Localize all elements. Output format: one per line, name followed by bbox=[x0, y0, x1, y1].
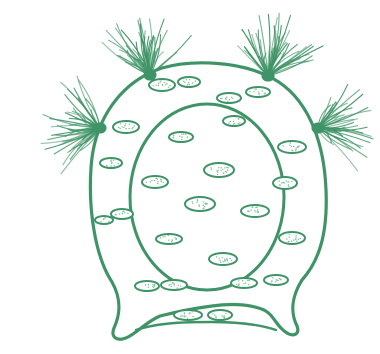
granule bbox=[95, 216, 113, 224]
granule bbox=[278, 141, 306, 153]
granules bbox=[95, 77, 306, 320]
tuft-base bbox=[262, 71, 274, 81]
underside-line bbox=[136, 322, 276, 330]
granule bbox=[169, 132, 193, 142]
granule bbox=[142, 176, 168, 188]
granule bbox=[174, 310, 202, 320]
granule bbox=[209, 253, 237, 265]
tuft-base bbox=[144, 70, 156, 80]
granule bbox=[111, 209, 133, 219]
granule bbox=[231, 278, 257, 288]
granule bbox=[178, 77, 200, 87]
granule bbox=[161, 280, 187, 290]
hair-tufts bbox=[41, 13, 373, 173]
granule bbox=[135, 281, 159, 291]
granule bbox=[264, 275, 288, 285]
granule bbox=[149, 79, 175, 91]
granule bbox=[273, 177, 297, 189]
granule bbox=[279, 232, 305, 244]
granule bbox=[208, 310, 232, 320]
granule bbox=[223, 116, 245, 126]
tuft-base bbox=[94, 123, 106, 133]
granule bbox=[241, 205, 269, 217]
granule bbox=[156, 234, 182, 244]
tuft-base bbox=[312, 123, 324, 133]
granule bbox=[100, 158, 122, 168]
granule bbox=[113, 121, 139, 133]
granule bbox=[204, 163, 234, 177]
granule bbox=[246, 87, 270, 97]
granule bbox=[217, 93, 241, 103]
granule bbox=[185, 197, 215, 211]
